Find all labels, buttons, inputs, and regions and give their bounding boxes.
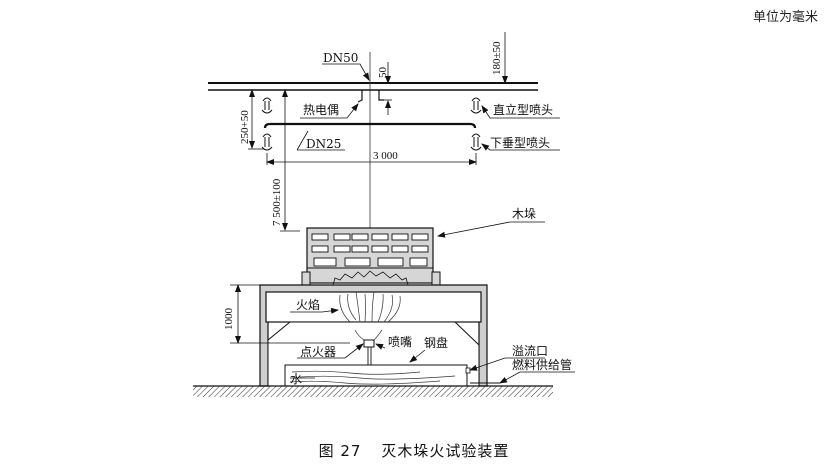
label-thermocouple: 热电偶 [303, 103, 339, 117]
lower-leader-lines [290, 307, 575, 384]
dim-ceiling-gap: 180±50 [491, 41, 503, 75]
flame-icon [339, 291, 401, 341]
unit-note: 单位为毫米 [752, 10, 818, 25]
label-wood-crib: 木垛 [512, 206, 536, 221]
dim-crib-height: 7 500±100 [271, 178, 283, 226]
branch-pipe-dn25 [263, 122, 477, 129]
dimension-pipe-offset [380, 62, 392, 115]
dimension-stand-height [230, 284, 350, 344]
ground [193, 385, 553, 397]
wood-crib [306, 227, 434, 284]
dimension-sprinkler-spacing [266, 153, 477, 165]
label-flame: 火焰 [296, 297, 320, 312]
label-nozzle: 喷嘴 [388, 335, 412, 349]
label-igniter: 点火器 [300, 345, 336, 359]
label-steel-pan: 钢盘 [424, 335, 448, 350]
dim-sprinkler-drop: 250+50 [239, 110, 251, 144]
label-dn25: DN25 [306, 137, 341, 151]
label-water: 水 [290, 372, 302, 386]
pendent-sprinkler-icon [261, 133, 482, 151]
label-upright-sprinkler: 直立型喷头 [493, 102, 553, 117]
dim-pipe-offset: 50 [377, 67, 389, 79]
figure-title: 灭木垛火试验装置 [381, 442, 510, 460]
flame-under-crib [332, 270, 409, 286]
dim-stand-height: 1000 [223, 308, 235, 331]
label-pendent-sprinkler: 下垂型喷头 [490, 136, 550, 150]
dimension-crib-height [280, 89, 300, 232]
dim-sprinkler-spacing: 3 000 [373, 150, 398, 162]
label-overflow: 溢流口 [512, 344, 548, 358]
upright-sprinkler-icon [261, 97, 482, 114]
steel-pan [284, 364, 471, 387]
figure-label: 图 27 [318, 442, 362, 460]
ceiling-pipe [208, 82, 538, 91]
figure-caption: 图 27 灭木垛火试验装置 [0, 440, 828, 461]
dimension-sprinkler-drop [248, 89, 264, 150]
label-dn50: DN50 [323, 51, 358, 65]
label-fuel-supply-pipe: 燃料供给管 [512, 357, 572, 372]
leader-lines [296, 63, 560, 238]
